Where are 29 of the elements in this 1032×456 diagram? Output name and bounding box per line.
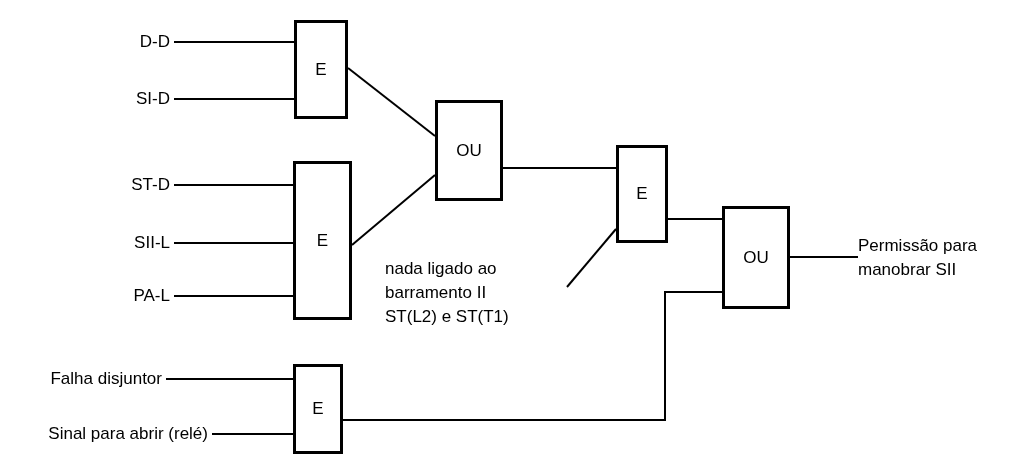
connector-line [351,174,436,246]
connector-line [342,291,723,421]
connector-line [566,228,617,288]
logic-gate-box: OU [722,206,790,309]
signal-label: Sinal para abrir (relé) [8,422,212,446]
logic-gate-box: OU [435,100,503,201]
logic-gate-box: E [293,364,343,454]
signal-label: PA-L [60,284,174,308]
condition-note: nada ligado ao barramento II ST(L2) e ST(T1) [385,257,567,332]
connector-line [789,256,859,258]
connector-line [173,41,295,43]
connector-line [667,218,723,220]
signal-label: Falha disjuntor [8,367,166,391]
connector-line [165,378,294,380]
logic-gate-box: E [294,20,348,119]
logic-gate-box: E [293,161,352,320]
connector-line [173,242,294,244]
signal-label: SI-D [60,87,174,111]
logic-gate-box: E [616,145,668,243]
connector-line [347,67,436,137]
connector-line [173,295,294,297]
connector-line [173,98,295,100]
signal-label: SII-L [60,231,174,255]
connector-line [502,167,617,169]
signal-label: D-D [60,30,174,54]
connector-line [173,184,294,186]
condition-note: Permissão para manobrar SII [858,234,1030,284]
signal-label: ST-D [60,173,174,197]
connector-line [211,433,294,435]
